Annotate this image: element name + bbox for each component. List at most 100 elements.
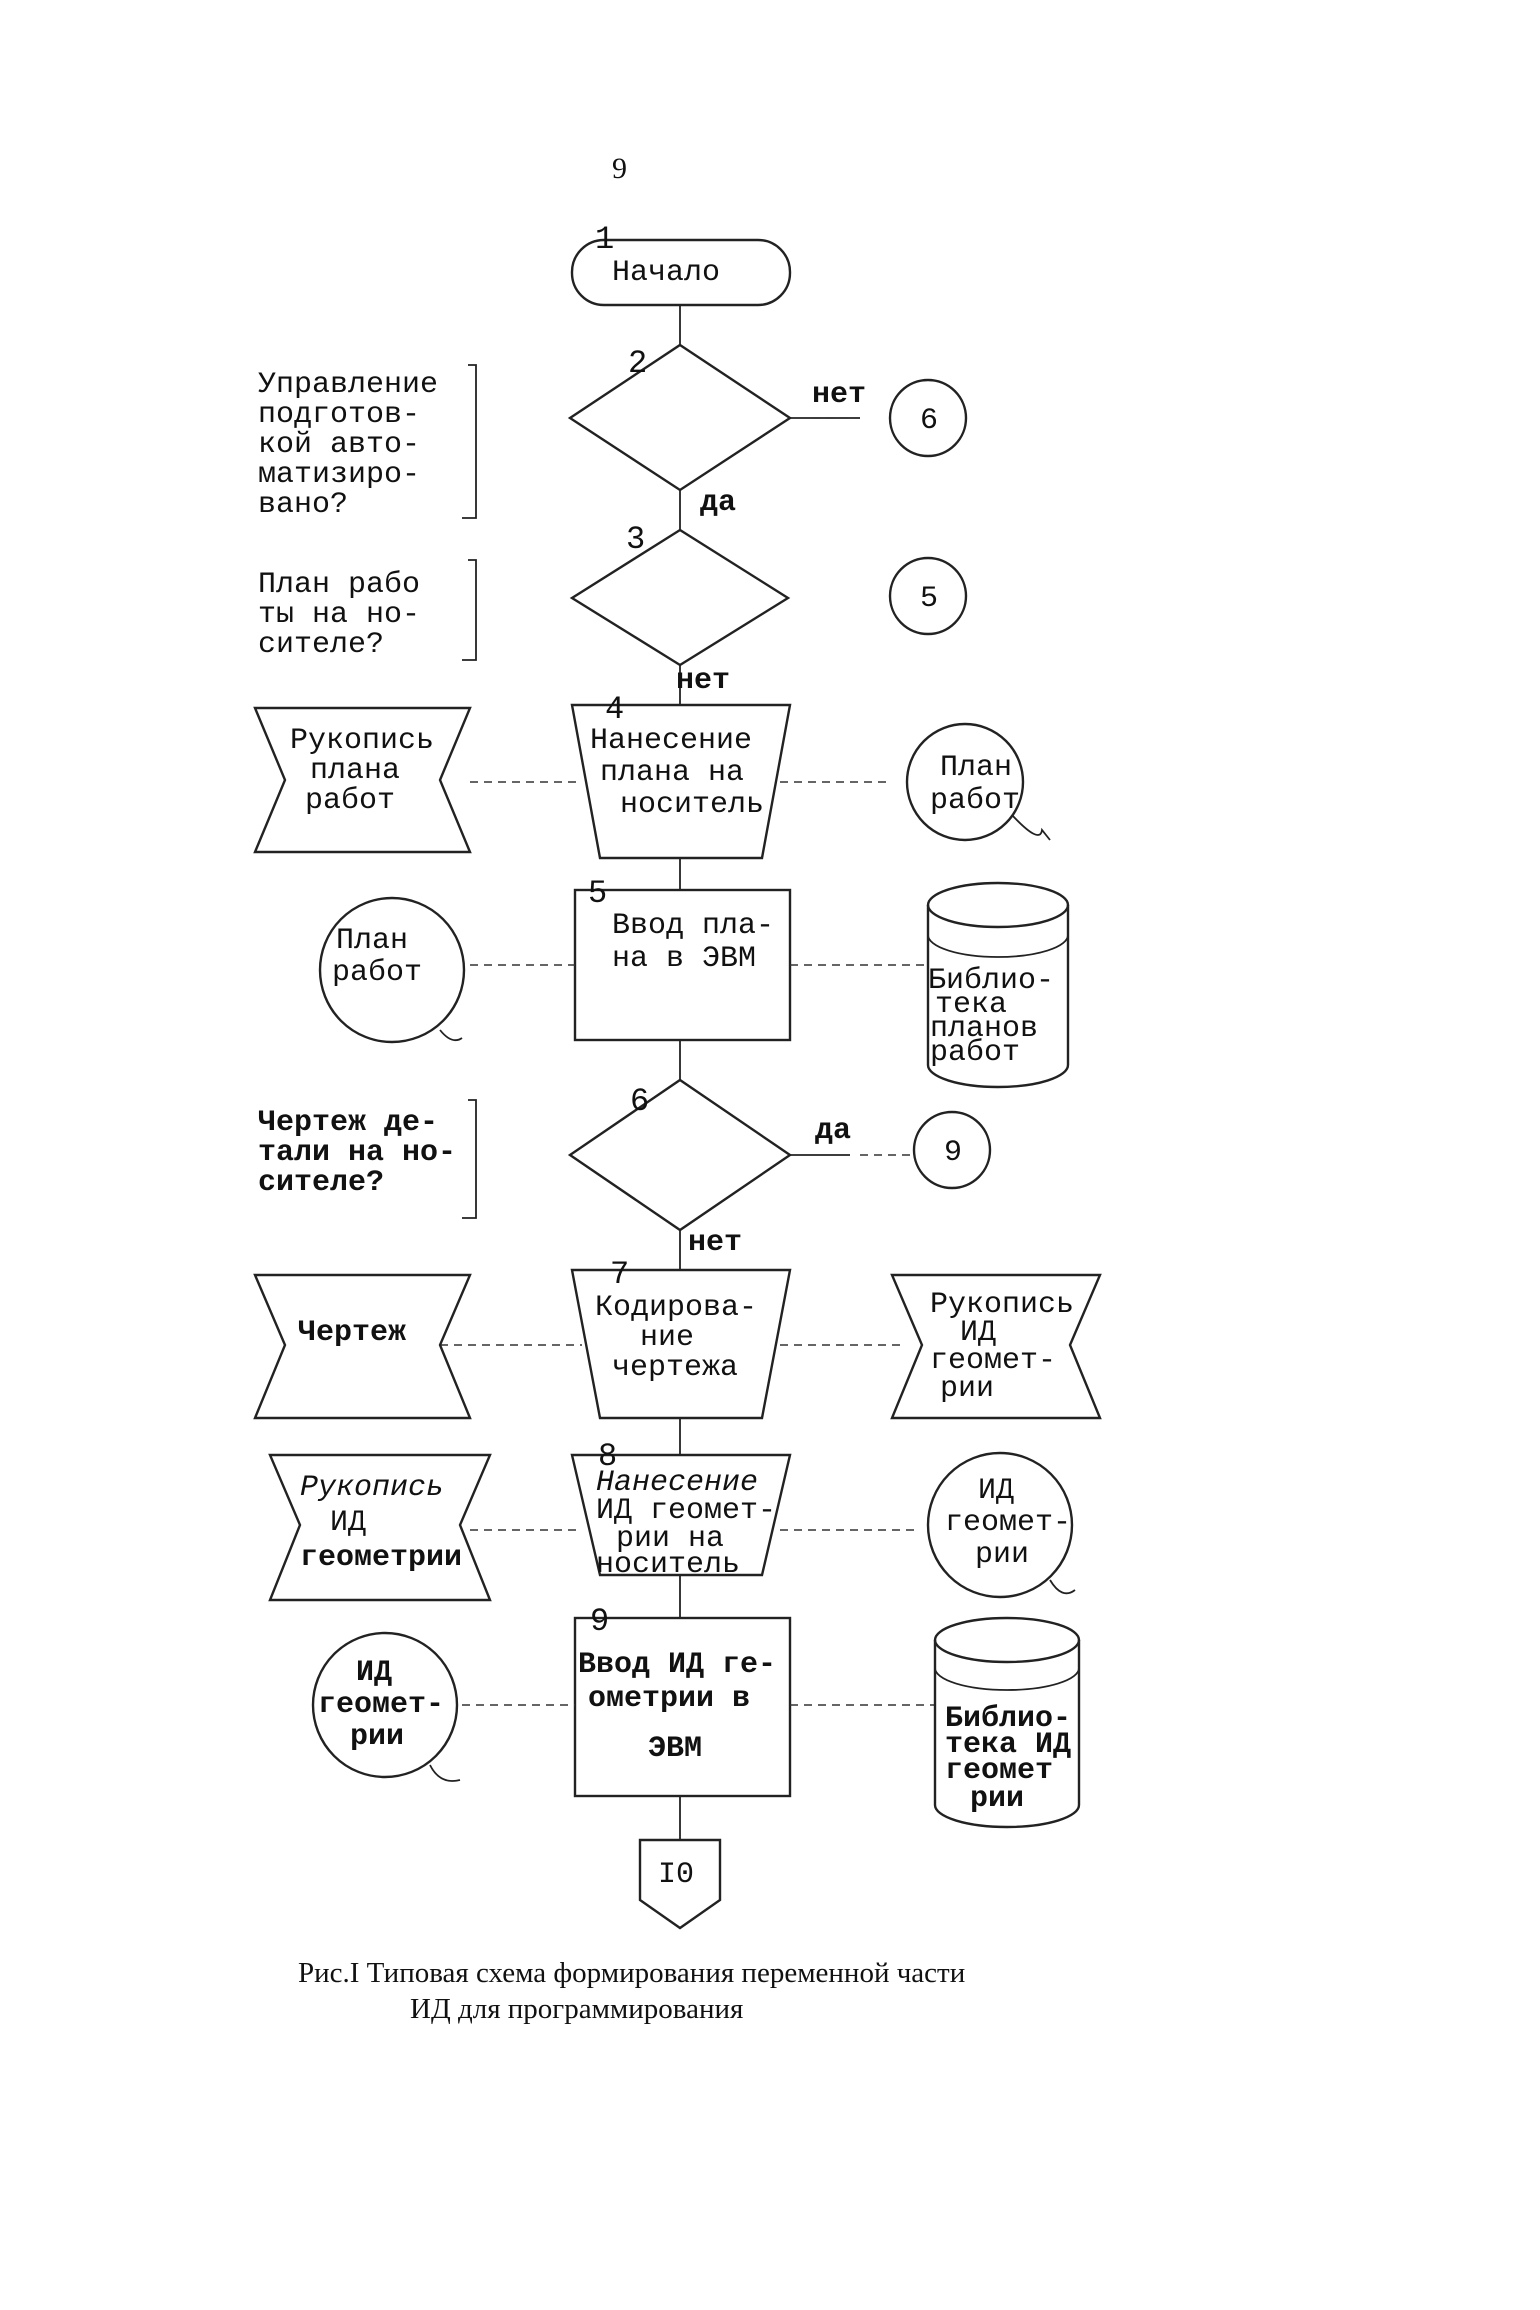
connector-9: 9 xyxy=(912,1110,992,1190)
right-tape-r8: ИД геомет- рии xyxy=(926,1451,1076,1599)
block-number-1: 1 xyxy=(595,221,614,258)
svg-text:рии: рии xyxy=(975,1538,1029,1572)
manual-op-7: 7 Кодирова- ние чертежа xyxy=(440,1256,900,1420)
svg-text:Нанесение: Нанесение xyxy=(596,1466,758,1500)
svg-text:сителе?: сителе? xyxy=(258,1166,384,1200)
svg-text:ние: ние xyxy=(640,1321,694,1355)
svg-text:План рабо: План рабо xyxy=(258,568,420,602)
start-label: Начало xyxy=(612,256,720,290)
svg-text:чертежа: чертежа xyxy=(612,1351,738,1385)
right-tape-r4: План работ xyxy=(905,722,1051,842)
svg-text:матизиро-: матизиро- xyxy=(258,458,420,492)
figure-caption-line2: ИД для программирования xyxy=(410,1993,743,2025)
svg-text:геомет: геомет xyxy=(945,1754,1053,1788)
manual-op-8: 8 Нанесение ИД геомет- рии на носитель xyxy=(470,1438,915,1582)
svg-text:геомет-: геомет- xyxy=(318,1688,444,1722)
right-storage-r5: Библио- тека планов работ xyxy=(926,881,1070,1089)
block-number-4: 4 xyxy=(605,691,624,728)
d2-no-label: нет xyxy=(812,378,866,412)
svg-text:вано?: вано? xyxy=(258,488,348,522)
d2-yes-label: да xyxy=(700,486,736,520)
svg-text:Ввод ИД ге-: Ввод ИД ге- xyxy=(578,1648,776,1682)
svg-text:ИД: ИД xyxy=(330,1506,366,1540)
condition-6: Чертеж де- тали на но- сителе? xyxy=(258,1099,477,1219)
svg-text:носитель: носитель xyxy=(596,1548,740,1582)
svg-text:плана: плана xyxy=(310,754,400,788)
svg-text:Управление: Управление xyxy=(258,368,438,402)
manual-op-4: 4 Нанесение плана на носитель xyxy=(470,691,892,860)
block-number-9: 9 xyxy=(590,1603,609,1640)
svg-text:ЭВМ: ЭВМ xyxy=(648,1732,702,1766)
svg-text:носитель: носитель xyxy=(620,788,764,822)
svg-text:План: План xyxy=(336,924,408,958)
offpage-connector-10: I0 xyxy=(638,1838,722,1930)
left-tape-l9: ИД геомет- рии xyxy=(311,1631,461,1782)
d6-yes-label: да xyxy=(815,1114,851,1148)
svg-text:ИД: ИД xyxy=(960,1316,996,1350)
block-number-2: 2 xyxy=(628,345,647,382)
svg-text:геометрии: геометрии xyxy=(300,1541,462,1575)
svg-text:тали на но-: тали на но- xyxy=(258,1136,456,1170)
svg-text:работ: работ xyxy=(332,956,422,990)
svg-text:работ: работ xyxy=(305,784,395,818)
connector-5: 5 xyxy=(888,556,968,636)
left-document-l7: Чертеж xyxy=(253,1273,472,1420)
left-tape-l5: План работ xyxy=(318,896,466,1044)
block-number-5: 5 xyxy=(588,875,607,912)
svg-text:ты на но-: ты на но- xyxy=(258,598,420,632)
svg-text:Ввод пла-: Ввод пла- xyxy=(612,909,774,943)
block-number-3: 3 xyxy=(626,521,645,558)
block-number-6: 6 xyxy=(630,1083,649,1120)
svg-text:Рукопись: Рукопись xyxy=(930,1288,1074,1322)
svg-text:Библио-: Библио- xyxy=(945,1702,1071,1736)
svg-text:рии: рии xyxy=(940,1372,994,1406)
connector-5-label: 5 xyxy=(920,582,938,616)
condition-3: План рабо ты на но- сителе? xyxy=(258,559,477,662)
decision-6: 6 да нет xyxy=(567,1078,912,1260)
d3-no-label: нет xyxy=(676,664,730,698)
svg-text:рии на: рии на xyxy=(616,1522,724,1556)
svg-text:кой авто-: кой авто- xyxy=(258,428,420,462)
svg-text:Чертеж де-: Чертеж де- xyxy=(258,1106,438,1140)
svg-text:Чертеж: Чертеж xyxy=(298,1316,406,1350)
svg-text:плана на: плана на xyxy=(600,756,744,790)
block-number-8: 8 xyxy=(598,1438,617,1475)
process-5: 5 Ввод пла- на в ЭВМ xyxy=(470,875,928,1042)
svg-text:ИД: ИД xyxy=(356,1656,392,1690)
svg-text:рии: рии xyxy=(350,1720,404,1754)
connector-6: 6 xyxy=(888,378,968,458)
svg-text:ИД: ИД xyxy=(978,1474,1014,1508)
right-document-r7: Рукопись ИД геомет- рии xyxy=(890,1273,1102,1420)
connector-6-label: 6 xyxy=(920,404,938,438)
start-terminator: 1 Начало xyxy=(570,221,792,307)
right-storage-r9: Библио- тека ИД геомет рии xyxy=(933,1616,1081,1829)
decision-3: 3 нет xyxy=(569,521,791,698)
svg-text:работ: работ xyxy=(930,1036,1020,1070)
svg-text:Рукопись: Рукопись xyxy=(300,1471,444,1505)
connector-9-label: 9 xyxy=(944,1136,962,1170)
svg-text:подготов-: подготов- xyxy=(258,398,420,432)
left-document-l8: Рукопись ИД геометрии xyxy=(268,1453,492,1602)
svg-text:тека: тека xyxy=(935,988,1007,1022)
svg-text:рии: рии xyxy=(970,1782,1024,1816)
block-number-7: 7 xyxy=(610,1256,629,1293)
figure-caption-line1: Рис.I Типовая схема формирования перемен… xyxy=(298,1957,965,1989)
svg-text:План: План xyxy=(940,751,1012,785)
svg-text:Библио-: Библио- xyxy=(928,964,1054,998)
d6-no-label: нет xyxy=(688,1226,742,1260)
svg-text:работ: работ xyxy=(930,784,1020,818)
offpage-label: I0 xyxy=(658,1858,694,1892)
svg-text:ИД геомет-: ИД геомет- xyxy=(596,1494,776,1528)
svg-text:геомет-: геомет- xyxy=(930,1344,1056,1378)
decision-2: 2 нет да xyxy=(567,343,866,520)
left-document-l4: Рукопись плана работ xyxy=(253,706,472,854)
svg-text:Кодирова-: Кодирова- xyxy=(595,1291,757,1325)
process-9: 9 Ввод ИД ге- ометрии в ЭВМ xyxy=(462,1603,935,1798)
svg-text:Рукопись: Рукопись xyxy=(290,724,434,758)
svg-text:на в ЭВМ: на в ЭВМ xyxy=(612,942,756,976)
svg-text:сителе?: сителе? xyxy=(258,628,384,662)
svg-text:ометрии в: ометрии в xyxy=(588,1682,750,1716)
svg-text:планов: планов xyxy=(930,1012,1038,1046)
svg-text:тека ИД: тека ИД xyxy=(945,1728,1071,1762)
